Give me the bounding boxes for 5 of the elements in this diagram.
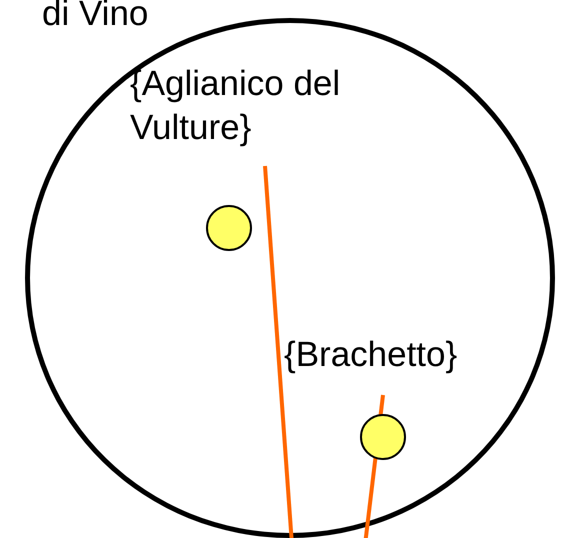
connector-line xyxy=(263,166,294,538)
dot-marker xyxy=(360,414,406,460)
wine-label: {Aglianico del Vulture} xyxy=(130,62,345,150)
dot-marker xyxy=(206,205,252,251)
wine-label: {Brachetto} xyxy=(284,333,499,377)
